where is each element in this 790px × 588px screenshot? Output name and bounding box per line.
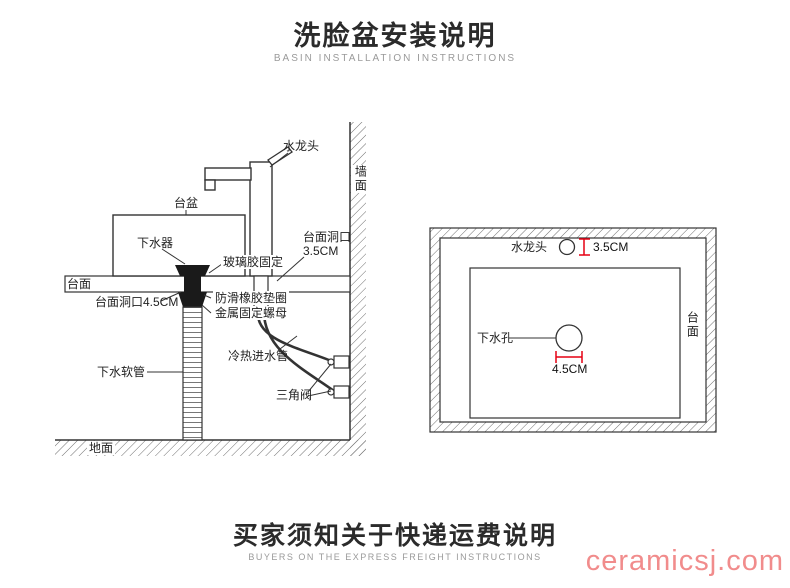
drain-label: 下水器 xyxy=(137,236,174,250)
ground-label: 地面 xyxy=(87,441,116,456)
faucet-drawing xyxy=(204,146,293,313)
drain-hose-label: 下水软管 xyxy=(97,365,146,379)
basin-label: 台盆 xyxy=(174,196,199,210)
pointer-lines xyxy=(147,152,332,397)
topview-faucet-size: 3.5CM xyxy=(593,240,629,254)
angle-valve-label: 三角阀 xyxy=(276,388,313,402)
drain-pipe-drawing xyxy=(182,306,203,441)
countertop-hole-bottom-label: 台面洞口4.5CM xyxy=(95,295,179,309)
page-subtitle: BASIN INSTALLATION INSTRUCTIONS xyxy=(273,53,517,64)
rubber-washer-label: 防滑橡胶垫圈 xyxy=(213,291,290,306)
watermark-text: ceramicsj.com xyxy=(585,545,784,577)
metal-nut-label: 金属固定螺母 xyxy=(213,306,290,321)
footer-subtitle: BUYERS ON THE EXPRESS FREIGHT INSTRUCTIO… xyxy=(248,552,542,562)
dimension-marks xyxy=(555,238,590,363)
topview-faucet-label: 水龙头 xyxy=(511,240,548,254)
page-title: 洗脸盆安装说明 xyxy=(293,21,497,51)
countertop-hole-top-label: 台面洞口 3.5CM xyxy=(303,230,352,259)
top-view-holes xyxy=(509,238,583,352)
faucet-label: 水龙头 xyxy=(283,139,320,153)
topview-drain-size: 4.5CM xyxy=(552,362,588,376)
glass-glue-label: 玻璃胶固定 xyxy=(221,255,286,270)
countertop-slab xyxy=(64,275,351,293)
inlet-pipes-label: 冷热进水管 xyxy=(228,349,289,363)
angle-valves xyxy=(327,355,350,399)
drain-assembly xyxy=(175,265,210,307)
topview-drainhole-label: 下水孔 xyxy=(477,331,514,345)
wall-label: 墙面 xyxy=(351,165,370,193)
footer-title: 买家须知关于快递运费说明 xyxy=(232,522,557,550)
topview-countertop-label: 台面 xyxy=(685,311,700,339)
countertop-label: 台面 xyxy=(67,277,92,291)
